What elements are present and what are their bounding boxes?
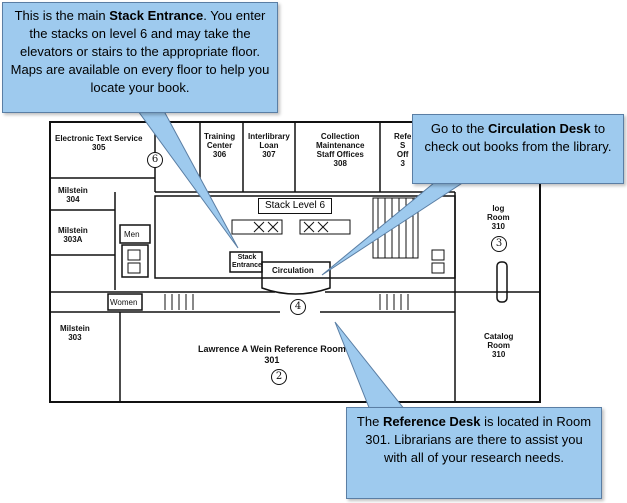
room-310-label: Catalog Room 310	[484, 332, 514, 359]
marker-3: 3	[491, 236, 507, 252]
circulation-callout-post: to check out books from the library.	[424, 121, 612, 154]
room-catalog-partial-label: log Room 310	[487, 204, 510, 231]
marker-2: 2	[271, 369, 287, 385]
room-305-label: Electronic Text Service 305	[55, 134, 143, 152]
stack-callout-bold: Stack Entrance	[109, 8, 204, 23]
marker-4: 4	[290, 299, 306, 315]
room-308-label: Collection Maintenance Staff Offices 308	[316, 132, 365, 168]
circulation-callout: Go to the Circulation Desk to check out …	[412, 114, 624, 184]
stack-level-label: Stack Level 6	[258, 198, 332, 214]
reference-callout-bold: Reference Desk	[382, 414, 481, 429]
room-reference-partial-label: Refe S Off 3	[394, 132, 412, 168]
room-303-label: Milstein 303	[60, 324, 90, 342]
room-304-label: Milstein 304	[58, 186, 88, 204]
circulation-label: Circulation	[272, 266, 314, 275]
room-303a-label: Milstein 303A	[58, 226, 88, 244]
reference-desk-callout: The Reference Desk is located in Room 30…	[346, 407, 602, 499]
stack-entrance-label: Stack Entrance	[232, 254, 262, 269]
reference-callout-post: is located in Room 301. Librarians are t…	[365, 414, 592, 465]
marker-6: 6	[147, 152, 163, 168]
stack-callout-post: . You enter the stacks on level 6 and ma…	[10, 8, 270, 95]
room-306-label: Training Center 306	[204, 132, 236, 159]
room-301-label: Lawrence A Wein Reference Room 301	[198, 344, 346, 365]
stack-callout-pre: This is the main	[14, 8, 110, 23]
stack-entrance-callout: This is the main Stack Entrance. You ent…	[2, 2, 278, 113]
men-room-label: Men	[124, 230, 140, 239]
circulation-callout-bold: Circulation Desk	[488, 121, 591, 136]
room-307-label: Interlibrary Loan 307	[248, 132, 290, 159]
circulation-callout-pre: Go to the	[430, 121, 489, 136]
women-room-label: Women	[110, 298, 138, 307]
reference-callout-pre: The	[356, 414, 383, 429]
